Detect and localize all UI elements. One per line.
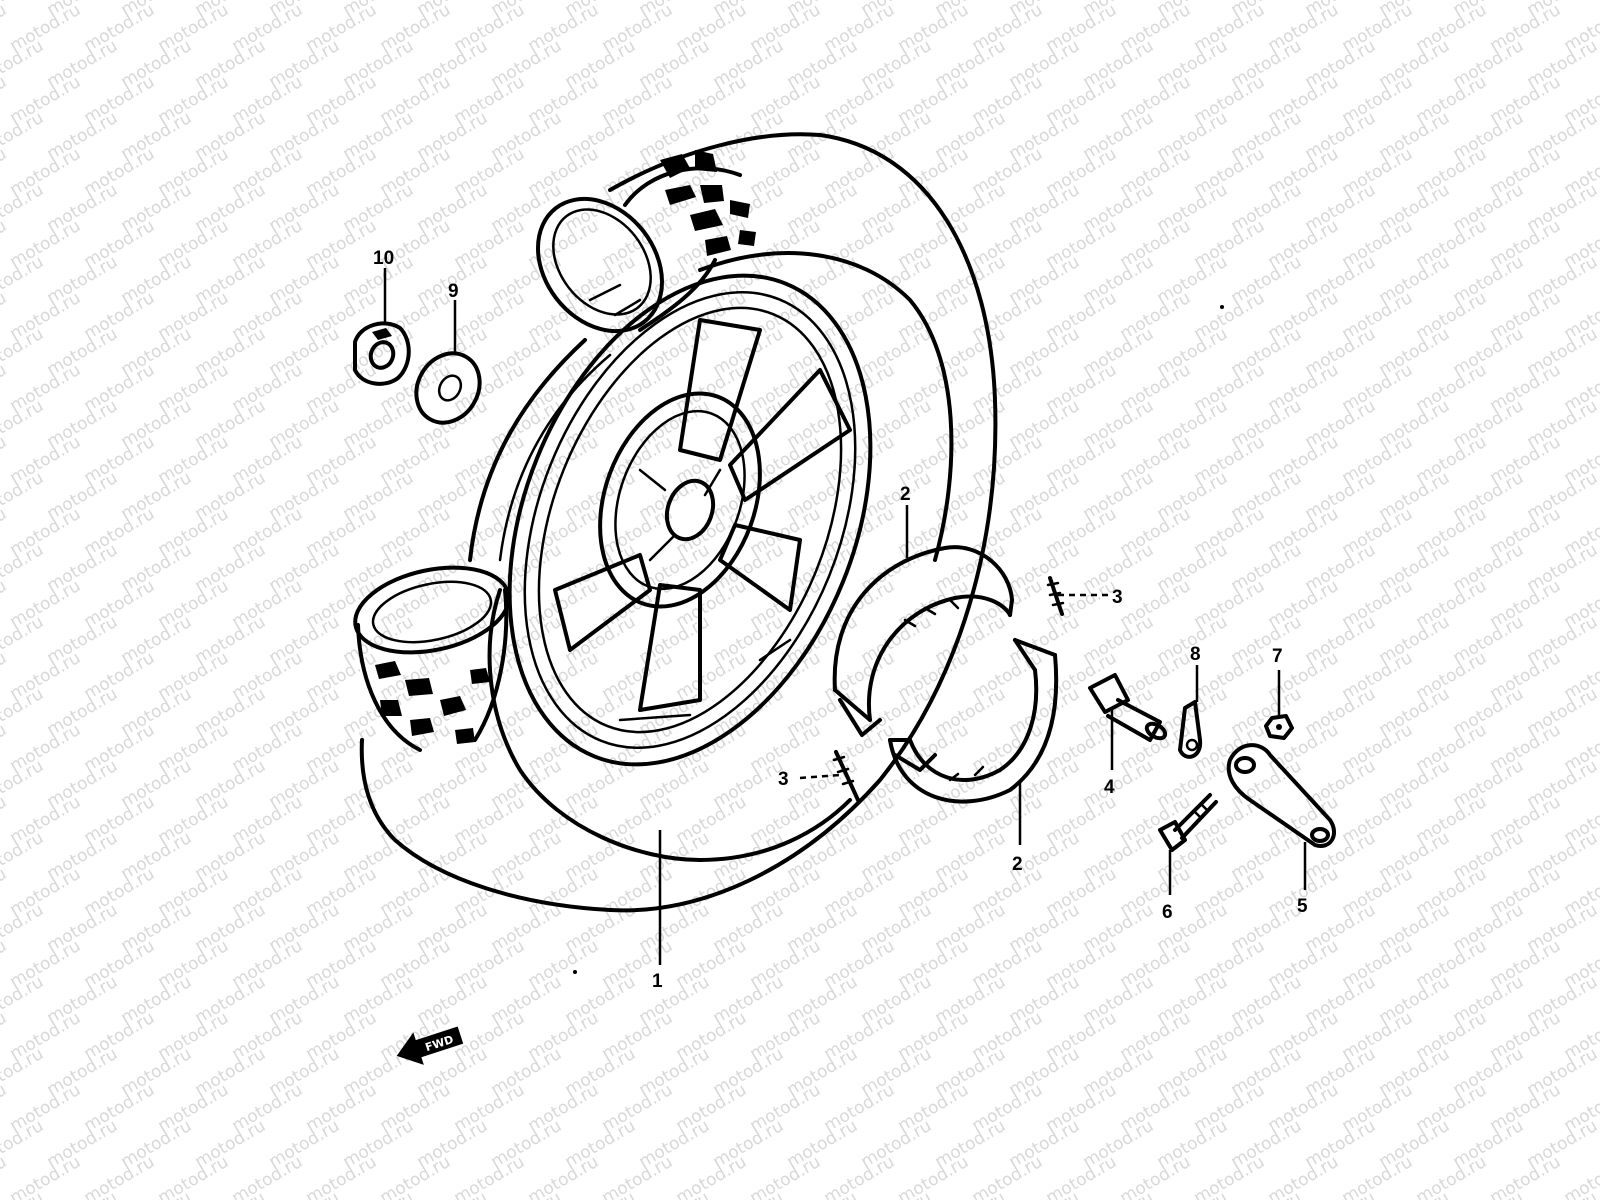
- callout-8: 8: [1190, 644, 1201, 665]
- watermark-text: motod.ru: [0, 144, 10, 200]
- watermark-text: motod.ru: [0, 756, 47, 812]
- watermark-text: motod.ru: [0, 864, 10, 920]
- callout-3-lower: 3: [778, 769, 789, 790]
- watermark-text: motod.ru: [0, 1044, 47, 1100]
- watermark-text: motod.ru: [0, 252, 47, 308]
- watermark-text: motod.ru: [0, 540, 47, 596]
- watermark-text: motod.ru: [0, 0, 10, 56]
- watermark-text: motod.ru: [0, 432, 10, 488]
- watermark-text: motod.ru: [0, 612, 47, 668]
- camshaft-nut: [1264, 714, 1294, 740]
- watermark-text: motod.ru: [0, 108, 47, 164]
- watermark-text: motod.ru: [0, 684, 47, 740]
- watermark-text: motod.ru: [0, 720, 10, 776]
- callout-4: 4: [1104, 777, 1115, 798]
- watermark-text: motod.ru: [0, 468, 47, 524]
- watermark-text: motod.ru: [0, 72, 10, 128]
- callout-6: 6: [1162, 902, 1173, 923]
- callout-7: 7: [1272, 646, 1283, 667]
- watermark-text: motod.ru: [0, 396, 47, 452]
- watermark-text: motod.ru: [0, 648, 10, 704]
- watermark-text: motod.ru: [0, 36, 47, 92]
- watermark-text: motod.ru: [0, 324, 47, 380]
- speck: [573, 970, 577, 974]
- watermark-text: motod.ru: [0, 216, 10, 272]
- watermark-text: motod.ru: [0, 1080, 10, 1136]
- callout-10: 10: [373, 248, 394, 269]
- watermark-text: motod.ru: [0, 288, 10, 344]
- watermark-text: motod.ru: [0, 180, 47, 236]
- callout-5: 5: [1297, 896, 1308, 917]
- watermark-text: motod.ru: [0, 828, 47, 884]
- watermark-text: motod.ru: [0, 504, 10, 560]
- watermark-text: motod.ru: [0, 792, 10, 848]
- watermark-text: motod.ru: [1561, 1152, 1600, 1200]
- callout-3-upper: 3: [1112, 587, 1123, 608]
- watermark-text: motod.ru: [0, 1116, 47, 1172]
- watermark-text: motod.ru: [0, 900, 47, 956]
- callout-9: 9: [448, 281, 459, 302]
- callout-2-lower: 2: [1012, 854, 1023, 875]
- watermark-text: motod.ru: [0, 360, 10, 416]
- watermark-text: motod.ru: [0, 1008, 10, 1064]
- callout-2-upper: 2: [900, 484, 911, 505]
- watermark-text: motod.ru: [0, 936, 10, 992]
- speck: [1220, 305, 1224, 309]
- watermark-text: motod.ru: [0, 972, 47, 1028]
- watermark-text: motod.ru: [0, 576, 10, 632]
- callout-1: 1: [652, 971, 663, 992]
